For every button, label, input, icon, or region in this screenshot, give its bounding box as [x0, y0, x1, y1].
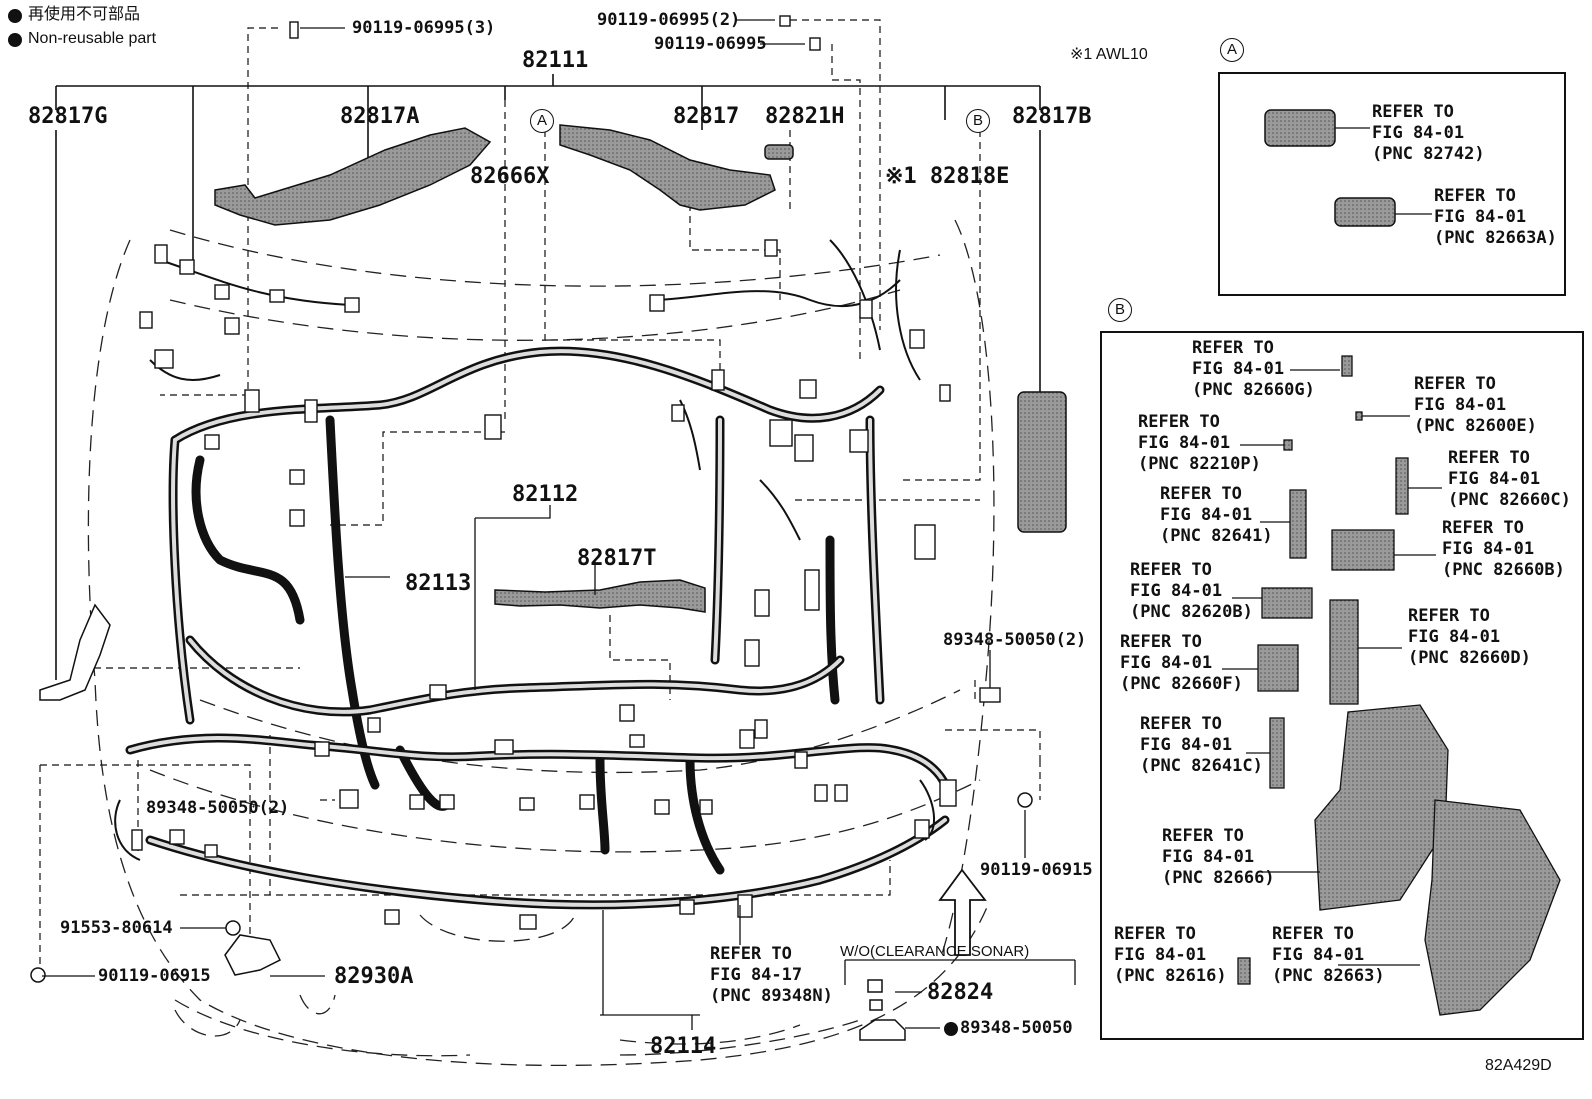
- bracket-82111: [55, 74, 1041, 680]
- part-82930A-label[interactable]: 82930A: [334, 964, 414, 989]
- detail-b-ref-82660F[interactable]: REFER TO FIG 84-01 (PNC 82660F): [1120, 632, 1243, 694]
- part-82111-label[interactable]: 82111: [522, 48, 589, 73]
- detail-a-marker: A: [1220, 38, 1244, 62]
- part-82821H-clip: [764, 144, 794, 160]
- connectors: [131, 15, 1001, 930]
- wire-bundles: [125, 346, 955, 910]
- leader-lines: [42, 19, 1076, 1030]
- part-82112-label[interactable]: 82112: [512, 482, 579, 507]
- part-82817G-label[interactable]: 82817G: [28, 104, 108, 129]
- detail-b-ref-82666[interactable]: REFER TO FIG 84-01 (PNC 82666): [1162, 826, 1275, 888]
- legend-japanese: 再使用不可部品: [28, 6, 141, 23]
- detail-b-marker: B: [1108, 298, 1132, 322]
- part-82817T-bracket: [494, 579, 706, 613]
- non-reusable-bullet-icon: [944, 1022, 958, 1036]
- detail-b-leaders: [1222, 127, 1442, 966]
- detail-b-ref-82660C[interactable]: REFER TO FIG 84-01 (PNC 82660C): [1448, 448, 1571, 510]
- callout-b-marker[interactable]: B: [966, 109, 990, 133]
- detail-b-ref-82641C[interactable]: REFER TO FIG 84-01 (PNC 82641C): [1140, 714, 1263, 776]
- arrow-up-icon: [938, 868, 987, 956]
- detail-b-ref-82616[interactable]: REFER TO FIG 84-01 (PNC 82616): [1114, 924, 1227, 986]
- part-82824-label[interactable]: 82824: [927, 980, 994, 1005]
- detail-b-ref-82660G[interactable]: REFER TO FIG 84-01 (PNC 82660G): [1192, 338, 1315, 400]
- without-clearance-sonar-label: W/O(CLEARANCE SONAR): [840, 943, 1030, 960]
- clamp-89348-50050-sonar-label[interactable]: 89348-50050: [960, 1018, 1073, 1038]
- detail-b-ref-82210P[interactable]: REFER TO FIG 84-01 (PNC 82210P): [1138, 412, 1261, 474]
- detail-b-parts: [1237, 355, 1561, 1016]
- part-82666X-label[interactable]: 82666X: [470, 164, 550, 189]
- detail-a-ref-82663A[interactable]: REFER TO FIG 84-01 (PNC 82663A): [1434, 186, 1557, 248]
- clamp-89348-50050-right-label[interactable]: 89348-50050(2): [943, 630, 1087, 650]
- bolt-90119-06995-label[interactable]: 90119-06995: [654, 34, 767, 54]
- dashed-leaders: [39, 19, 1041, 975]
- detail-box-b: [1100, 331, 1584, 1040]
- detail-b-ref-82660D[interactable]: REFER TO FIG 84-01 (PNC 82660D): [1408, 606, 1531, 668]
- bolt-90119-06995-3-label[interactable]: 90119-06995(3): [352, 18, 496, 38]
- legend-bullet-icon: [8, 9, 22, 23]
- note-awl10: ※1 AWL10: [1070, 46, 1148, 63]
- part-82817-cover: [559, 124, 776, 211]
- callout-a-marker[interactable]: A: [530, 109, 554, 133]
- bolt-90119-06915-right-label[interactable]: 90119-06915: [980, 860, 1093, 880]
- components: [214, 124, 1067, 613]
- bolt-90119-06995-2-label[interactable]: 90119-06995(2): [597, 10, 741, 30]
- refer-fig-84-17-label[interactable]: REFER TO FIG 84-17 (PNC 89348N): [710, 944, 833, 1006]
- legend-english: Non-reusable part: [28, 30, 157, 47]
- wire-bundles-inner: [128, 349, 952, 907]
- detail-b-ref-82660B[interactable]: REFER TO FIG 84-01 (PNC 82660B): [1442, 518, 1565, 580]
- part-82114-label[interactable]: 82114: [650, 1034, 717, 1059]
- part-82817A-cover: [214, 127, 492, 226]
- part-82818E-label[interactable]: ※1 82818E: [885, 164, 1010, 189]
- detail-a-parts: [1264, 109, 1396, 227]
- detail-b-ref-82620B[interactable]: REFER TO FIG 84-01 (PNC 82620B): [1130, 560, 1253, 622]
- hardware: [30, 603, 1033, 1041]
- part-82817B-block: [1017, 391, 1067, 533]
- part-82113-label[interactable]: 82113: [405, 571, 472, 596]
- screw-91553-80614-label[interactable]: 91553-80614: [60, 918, 173, 938]
- detail-b-ref-82663[interactable]: REFER TO FIG 84-01 (PNC 82663): [1272, 924, 1385, 986]
- vehicle-outline: [87, 219, 995, 1067]
- legend-bullet-icon: [8, 33, 22, 47]
- detail-a-ref-82742[interactable]: REFER TO FIG 84-01 (PNC 82742): [1372, 102, 1485, 164]
- detail-b-ref-82600E[interactable]: REFER TO FIG 84-01 (PNC 82600E): [1414, 374, 1537, 436]
- clamp-89348-50050-left-label[interactable]: 89348-50050(2): [146, 798, 290, 818]
- detail-b-ref-82641[interactable]: REFER TO FIG 84-01 (PNC 82641): [1160, 484, 1273, 546]
- part-82817-label[interactable]: 82817: [673, 104, 740, 129]
- detail-box-a: [1218, 72, 1566, 296]
- part-82821H-label[interactable]: 82821H: [765, 104, 845, 129]
- part-82817A-label[interactable]: 82817A: [340, 104, 420, 129]
- part-82817B-label[interactable]: 82817B: [1012, 104, 1092, 129]
- bolt-90119-06915-left-label[interactable]: 90119-06915: [98, 966, 211, 986]
- figure-id: 82A429D: [1485, 1057, 1552, 1074]
- part-82817T-label[interactable]: 82817T: [577, 546, 657, 571]
